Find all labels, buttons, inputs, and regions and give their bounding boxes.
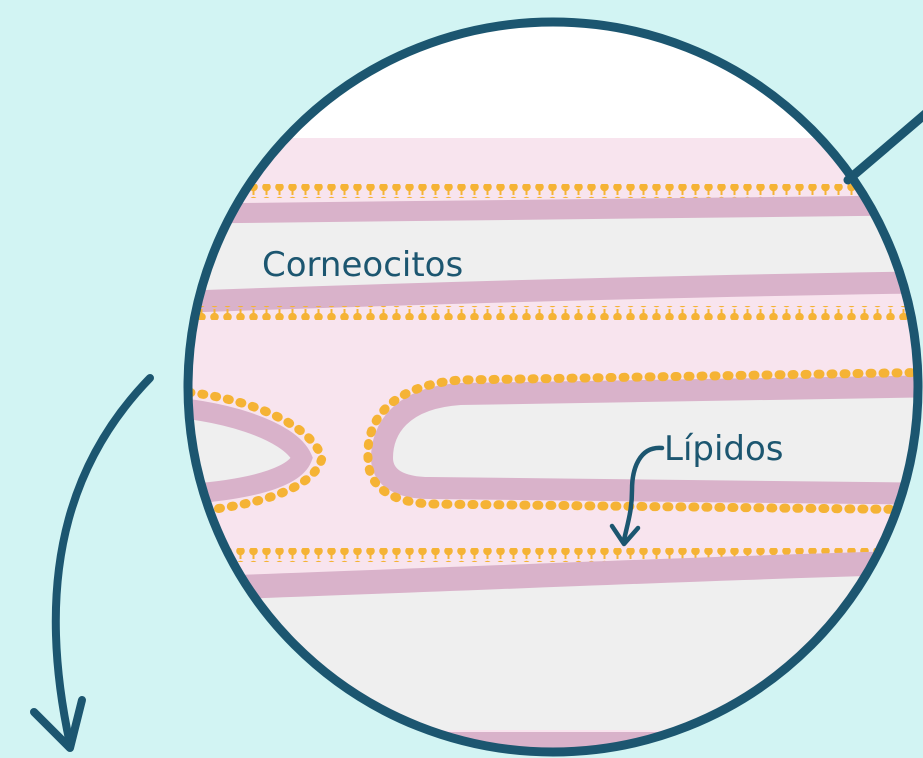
corneocyte-3 xyxy=(382,386,923,494)
corneocytes-label: Corneocitos xyxy=(262,245,463,285)
magnifier-handle xyxy=(848,110,923,180)
lipids-label: Lípidos xyxy=(664,429,784,469)
corneocyte-1-membrane-top xyxy=(150,205,923,214)
lipid-layer-top xyxy=(150,184,923,198)
curved-arrow-icon xyxy=(34,378,150,748)
lipid-layer-second xyxy=(150,306,923,320)
